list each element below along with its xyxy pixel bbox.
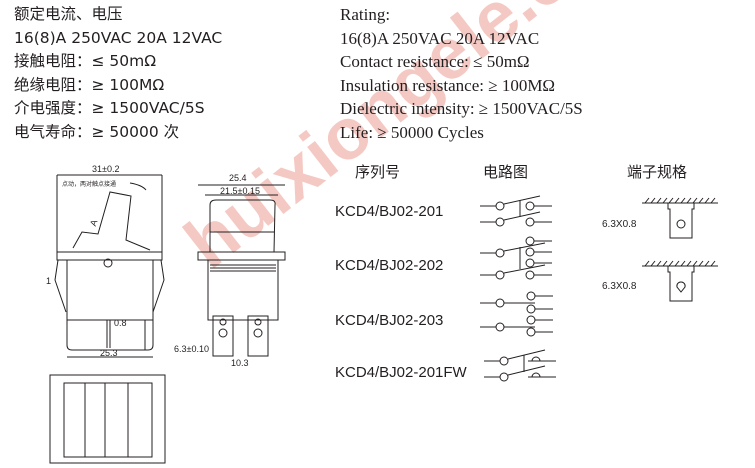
model-label: KCD4/BJ02-202 [335, 257, 443, 274]
model-label: KCD4/BJ02-203 [335, 312, 443, 329]
dim-pitch: 10.3 [231, 358, 249, 368]
circuit-201fw [484, 349, 556, 382]
terminal-spec-1: 6.3X0.8 [602, 197, 718, 239]
spec-line: 电气寿命：≥ 50000 次 [14, 122, 180, 141]
spec-line: Rating: [340, 5, 391, 24]
dim-pin-thickness: 0.8 [114, 318, 127, 328]
circuit-202 [480, 236, 552, 280]
spec-line: Dielectric intensity: ≥ 1500VAC/5S [340, 99, 583, 118]
model-label: KCD4/BJ02-201 [335, 203, 443, 220]
spec-line: Contact resistance: ≤ 50mΩ [340, 52, 530, 71]
spec-line: 介电强度：≥ 1500VAC/5S [14, 99, 205, 117]
note-text: 点动，两对触点接通 [62, 180, 116, 188]
dim-side-width: 31±0.2 [92, 164, 119, 174]
spec-line: 16(8)A 250VAC 20A 12VAC [14, 28, 223, 47]
header-circuit: 电路图 [483, 164, 528, 181]
specs-english: Rating: 16(8)A 250VAC 20A 12VAC Contact … [340, 3, 583, 144]
bottom-view [49, 374, 166, 464]
spec-line: 16(8)A 250VAC 20A 12VAC [340, 28, 540, 48]
angle-label: A [88, 218, 99, 227]
header-terminal: 端子规格 [627, 164, 687, 181]
header-model: 序列号 [355, 164, 400, 181]
circuit-201 [480, 195, 552, 227]
side-view: 31±0.2 点动，两对触点接通 A 1 0.8 25.3 [46, 164, 166, 464]
terminal-label: 6.3X0.8 [602, 219, 637, 230]
dim-front-width: 25.4 [229, 173, 247, 183]
front-view: 25.4 21.5±0.15 6.3±0.10 10.3 [174, 173, 286, 368]
label-1: 1 [46, 276, 51, 286]
model-label: KCD4/BJ02-201FW [335, 364, 468, 381]
dim-base-width: 25.3 [100, 348, 118, 358]
terminal-label: 6.3X0.8 [602, 281, 637, 292]
circuit-203 [480, 291, 553, 337]
spec-line: 额定电流、电压 [14, 5, 123, 23]
dim-front-inner: 21.5±0.15 [220, 186, 260, 196]
terminal-spec-2: 6.3X0.8 [602, 260, 718, 302]
dim-terminal-width: 6.3±0.10 [174, 344, 209, 354]
specs-chinese: 额定电流、电压 16(8)A 250VAC 20A 12VAC 接触电阻：≤ 5… [14, 3, 222, 144]
spec-line: Life: ≥ 50000 Cycles [340, 122, 484, 142]
spec-line: Insulation resistance: ≥ 100MΩ [340, 75, 556, 95]
spec-line: 接触电阻：≤ 50mΩ [14, 52, 157, 70]
spec-line: 绝缘电阻：≥ 100MΩ [14, 75, 165, 94]
